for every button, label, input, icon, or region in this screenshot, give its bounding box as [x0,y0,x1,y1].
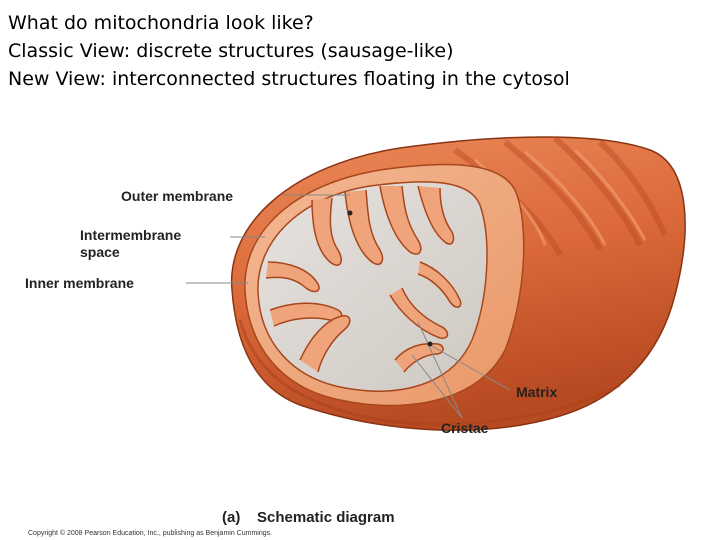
leader-lines [186,194,511,419]
caption-text: Schematic diagram [257,509,395,526]
label-outer-membrane: Outer membrane [121,188,233,204]
label-matrix: Matrix [516,384,557,400]
matrix-with-cristae [257,181,488,392]
matrix-marker [427,341,433,347]
copyright-notice: Copyright © 2008 Pearson Education, Inc.… [28,529,272,537]
heading-new-view: New View: interconnected structures floa… [8,68,570,90]
label-inner-membrane: Inner membrane [25,275,134,291]
label-intermembrane-space-line2: space [80,244,120,260]
heading-question: What do mitochondria look like? [8,12,314,34]
heading-classic-view: Classic View: discrete structures (sausa… [8,40,454,62]
label-intermembrane-space-line1: Intermembrane [80,227,181,243]
label-cristae: Cristae [441,420,489,436]
caption-tag: (a) [222,509,240,526]
slide-heading: What do mitochondria look like? Classic … [8,9,570,93]
outer-membrane-marker [347,210,353,216]
